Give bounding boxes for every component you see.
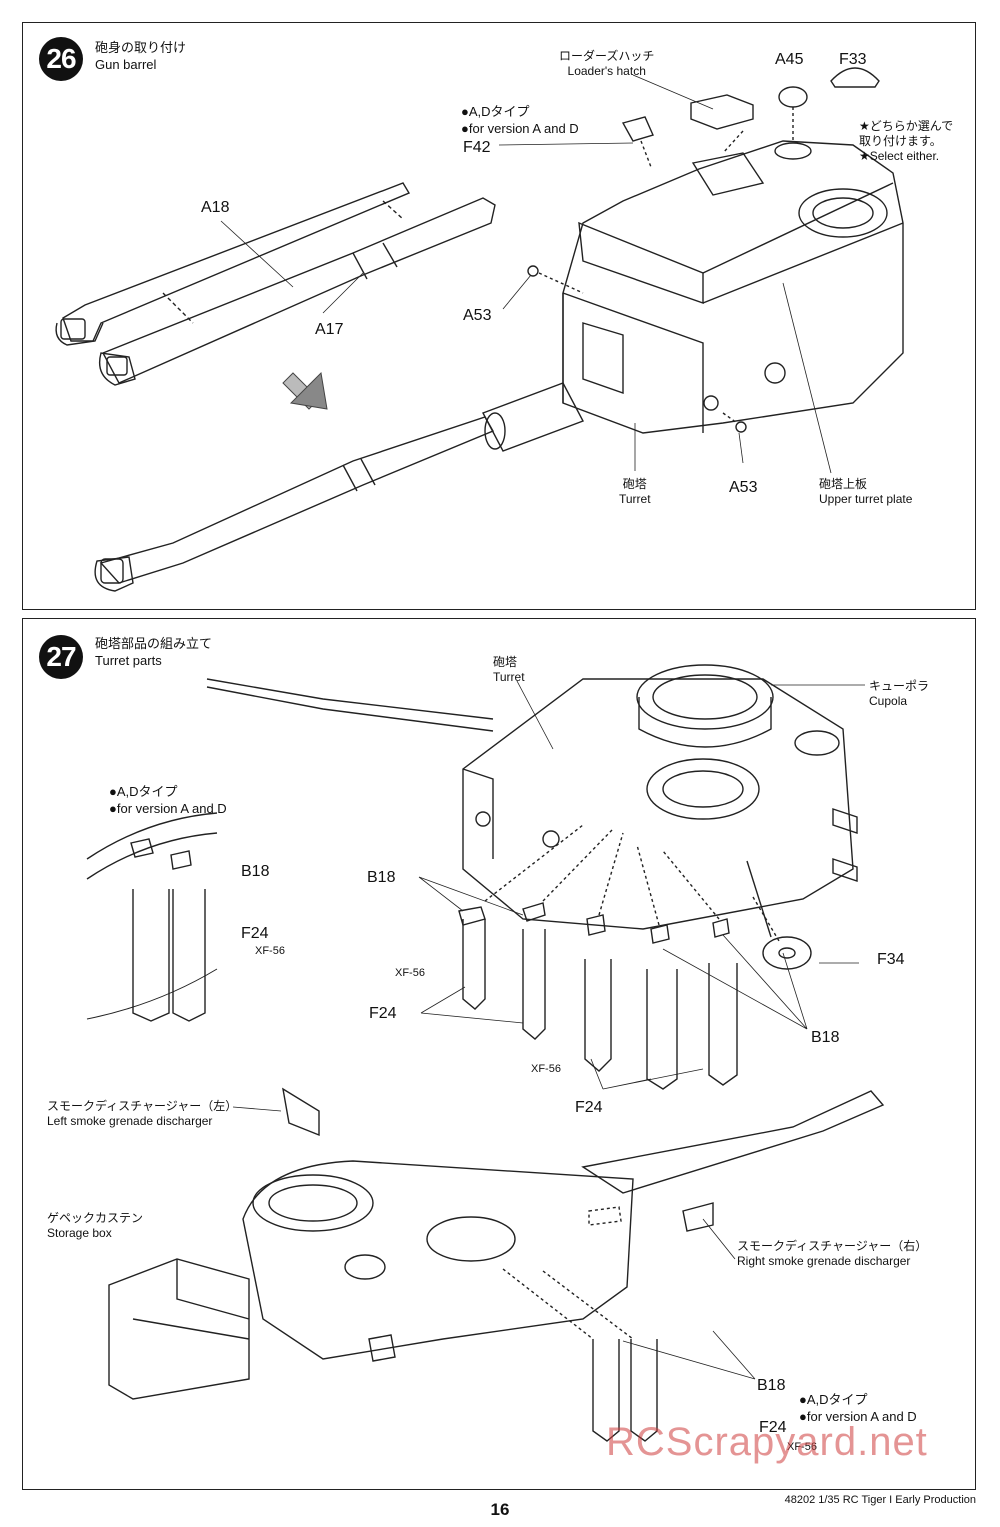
storage-box-label-jp: ゲペックカステン <box>47 1211 144 1225</box>
select-note-jp2: 取り付けます。 <box>859 134 942 148</box>
part-label-a53-top: A53 <box>463 307 492 324</box>
assembled-barrel <box>99 416 495 584</box>
part-label-a17: A17 <box>315 321 344 338</box>
part-label-b18-left: B18 <box>367 869 396 886</box>
paint-xf56-bottom: XF-56 <box>787 1441 817 1453</box>
part-label-f34: F34 <box>877 951 905 968</box>
turret-label-en: Turret <box>619 492 651 506</box>
model-info: 48202 1/35 RC Tiger I Early Production <box>784 1494 976 1506</box>
turret-body-26 <box>482 140 904 452</box>
step-title: 砲塔部品の組み立て Turret parts <box>95 635 212 669</box>
paint-xf56-inset: XF-56 <box>255 945 285 957</box>
right-smoke-label-jp: スモークディスチャージャー（右） <box>737 1239 928 1253</box>
inset-version-a-d <box>86 812 218 1022</box>
upper-plate-label-en: Upper turret plate <box>819 492 913 506</box>
version-note-bottom: ●A,Dタイプ ●for version A and D <box>799 1391 917 1425</box>
f34-part <box>762 936 812 970</box>
step-26-panel: 26 砲身の取り付け Gun barrel <box>22 22 976 610</box>
loaders-hatch-part <box>690 94 754 130</box>
turret-upper-view <box>206 664 858 930</box>
version-note-en: ●for version A and D <box>109 801 227 816</box>
part-label-f24-mid: F24 <box>575 1099 603 1116</box>
barrel-half-a17 <box>102 197 496 384</box>
part-label-a53-bottom: A53 <box>729 479 758 496</box>
left-smoke-discharger-label: スモークディスチャージャー（左） Left smoke grenade disc… <box>47 1099 237 1129</box>
upper-plate-label-jp: 砲塔上板 <box>819 477 868 491</box>
part-label-f24-inset: F24 <box>241 925 269 942</box>
f33-part <box>830 67 880 88</box>
storage-box-label: ゲペックカステン Storage box <box>47 1211 143 1241</box>
part-label-f24-bottom: F24 <box>759 1419 787 1436</box>
upper-turret-plate-label: 砲塔上板 Upper turret plate <box>819 477 912 507</box>
part-label-a45: A45 <box>775 51 804 68</box>
turret-lower-view <box>108 1087 885 1442</box>
part-label-b18-bottom: B18 <box>757 1377 786 1394</box>
left-smoke-label-en: Left smoke grenade discharger <box>47 1114 213 1128</box>
right-smoke-discharger-label: スモークディスチャージャー（右） Right smoke grenade dis… <box>737 1239 927 1269</box>
turret-label: 砲塔 Turret <box>619 477 651 507</box>
step-title-en: Gun barrel <box>95 57 157 72</box>
step-title-en: Turret parts <box>95 653 162 668</box>
version-note-jp: ●A,Dタイプ <box>461 104 530 119</box>
step-title-jp: 砲身の取り付け <box>95 40 187 55</box>
version-note2-en: ●for version A and D <box>799 1409 917 1424</box>
version-note-jp: ●A,Dタイプ <box>109 784 178 799</box>
part-label-f24-left: F24 <box>369 1005 397 1022</box>
step-title-jp: 砲塔部品の組み立て <box>95 636 213 651</box>
version-note-en: ●for version A and D <box>461 121 579 136</box>
turret-label: 砲塔 Turret <box>493 655 525 685</box>
version-note: ●A,Dタイプ ●for version A and D <box>461 103 579 137</box>
paint-xf56-low: XF-56 <box>531 1063 561 1075</box>
right-smoke-label-en: Right smoke grenade discharger <box>737 1254 911 1268</box>
paint-xf56-mid: XF-56 <box>395 967 425 979</box>
down-arrow-icon <box>282 371 328 410</box>
part-label-f42: F42 <box>463 139 491 156</box>
part-label-b18-inset: B18 <box>241 863 270 880</box>
part-label-a18: A18 <box>201 199 230 216</box>
step-number-badge: 27 <box>39 635 83 679</box>
cupola-label-jp: キューポラ <box>869 679 930 693</box>
smoke-discharger-stacks <box>458 824 738 1090</box>
left-smoke-label-jp: スモークディスチャージャー（左） <box>47 1099 238 1113</box>
version-note2-jp: ●A,Dタイプ <box>799 1392 868 1407</box>
gun-barrel-assembly-drawing <box>55 67 904 592</box>
step-title: 砲身の取り付け Gun barrel <box>95 39 186 73</box>
part-label-b18-right: B18 <box>811 1029 840 1046</box>
loaders-hatch-label: ローダーズハッチ Loader's hatch <box>559 49 654 79</box>
watermark: RCScrapyard.net <box>606 1420 928 1464</box>
step-number-badge: 26 <box>39 37 83 81</box>
loaders-hatch-label-en: Loader's hatch <box>567 64 646 78</box>
turret-label-jp: 砲塔 <box>493 655 518 669</box>
barrel-half-a18 <box>62 182 411 342</box>
step-27-panel: 27 砲塔部品の組み立て Turret parts <box>22 618 976 1490</box>
turret-label-en: Turret <box>493 670 525 684</box>
turret-label-jp: 砲塔 <box>622 477 647 491</box>
cupola-label-en: Cupola <box>869 694 908 708</box>
a45-part <box>778 86 808 108</box>
storage-box-label-en: Storage box <box>47 1226 112 1240</box>
part-label-f33: F33 <box>839 51 867 68</box>
cupola-label: キューポラ Cupola <box>869 679 929 709</box>
version-note-inset: ●A,Dタイプ ●for version A and D <box>109 783 227 817</box>
turret-parts-assembly-drawing <box>86 664 885 1442</box>
select-note-en: ★Select either. <box>859 149 940 163</box>
select-note-jp1: ★どちらか選んで <box>859 119 954 133</box>
loaders-hatch-label-jp: ローダーズハッチ <box>559 49 655 63</box>
storage-box-part <box>108 1258 250 1400</box>
select-either-note: ★どちらか選んで 取り付けます。 ★Select either. <box>859 119 953 164</box>
page-number: 16 <box>490 1500 510 1519</box>
